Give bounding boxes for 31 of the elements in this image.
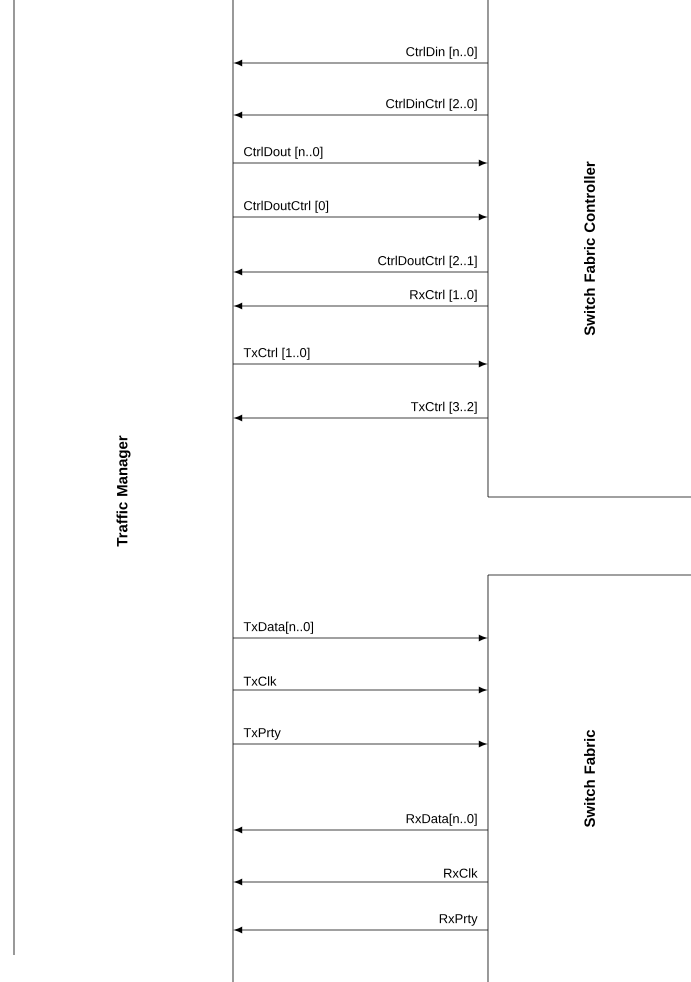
edge-label: CtrlDin [n..0] [406, 46, 477, 59]
edge-label: RxCtrl [1..0] [410, 290, 477, 302]
edge-label: TxCtrl [1..0] [244, 348, 310, 360]
signal-arrow [232, 634, 487, 642]
signal-arrow [234, 878, 488, 886]
edge-label: TxClk [244, 676, 277, 686]
edge-label: TxPrty [244, 728, 281, 740]
edge-label: RxClk [444, 868, 478, 878]
signal-arrow [234, 112, 488, 118]
signal-arrow [234, 826, 488, 834]
signal-arrow [234, 926, 488, 934]
edge-label: CtrlDoutCtrl [0] [244, 200, 328, 213]
signal-arrow [232, 740, 487, 748]
signal-arrow [234, 302, 488, 310]
edge-label: CtrlDinCtrl [2..0] [386, 98, 477, 111]
signal-arrow [234, 60, 488, 66]
edge-label: CtrlDoutCtrl [2..1] [378, 256, 477, 268]
signal-arrow [232, 360, 487, 368]
edge-label: RxData[n..0] [406, 814, 477, 826]
signal-arrow [232, 160, 487, 166]
edge-label: RxPrty [440, 914, 478, 926]
edge-label: CtrlDout [n..0] [244, 146, 322, 159]
edge-label: TxCtrl [3..2] [410, 402, 477, 414]
block-box: Switch Fabric Controller [488, 0, 691, 498]
signal-arrow [232, 686, 487, 694]
signal-arrow [234, 268, 488, 276]
signal-arrow [232, 214, 487, 220]
edge-label: TxData[n..0] [244, 622, 314, 634]
block-box: Traffic Manager [14, 0, 234, 982]
block-box: Switch Fabric [488, 574, 691, 982]
signal-arrow [234, 414, 488, 422]
